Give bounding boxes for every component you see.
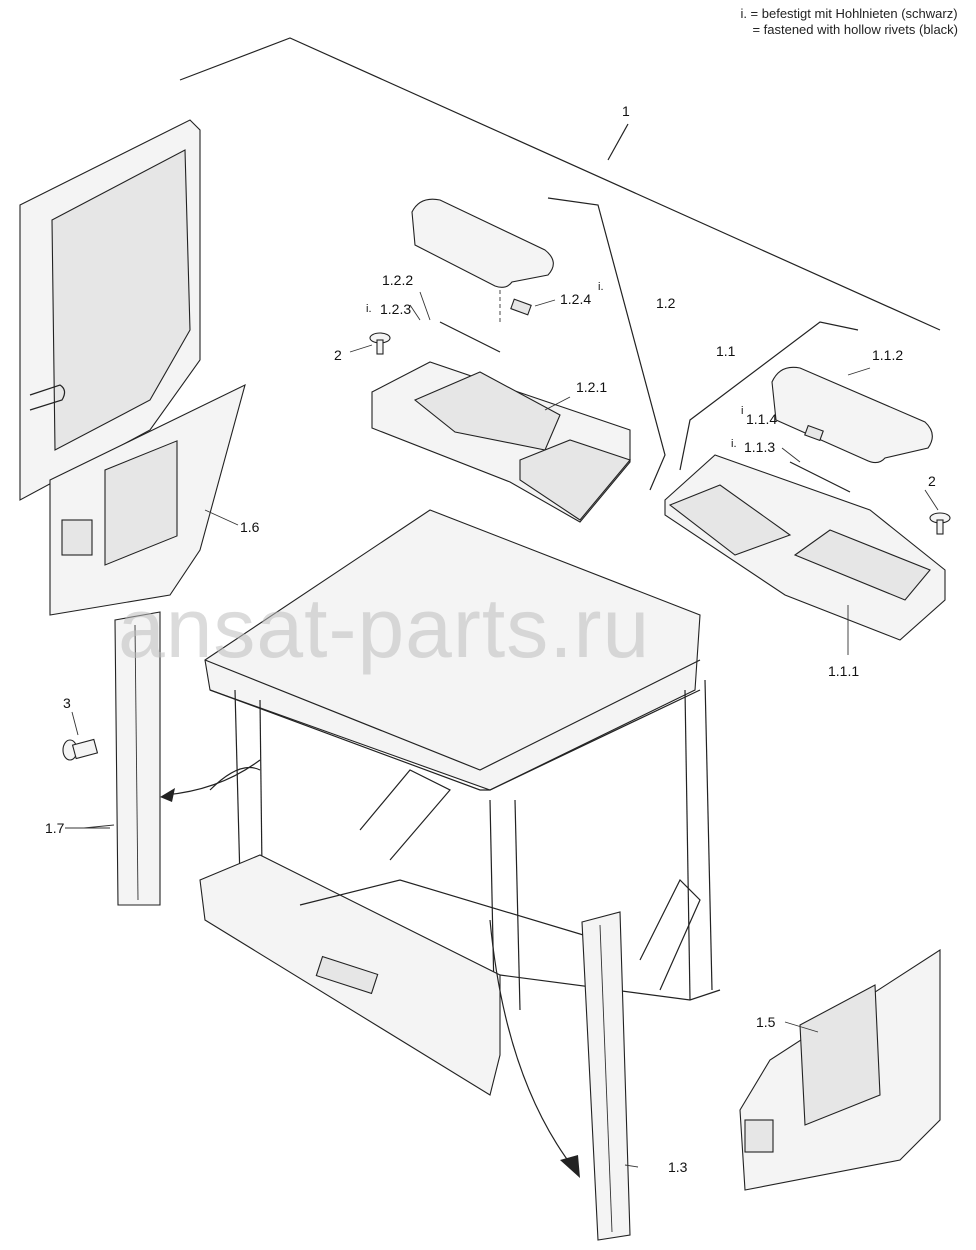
arrow-1-3-head: [560, 1155, 580, 1178]
bracket-line-1: [179, 37, 941, 331]
label-1-3: 1.3: [668, 1159, 688, 1175]
console-left-1-2-1: [371, 361, 631, 523]
clip-1-2-4: [510, 298, 532, 316]
arrow-1-7: [164, 759, 261, 796]
screw-2-left: [369, 332, 391, 355]
side-panel-1-5: [739, 948, 941, 1191]
leader-lines: [65, 291, 939, 1168]
console-right-1-1-1: [664, 454, 946, 641]
label-1-2-4: 1.2.4: [560, 291, 591, 307]
cab-door-left: [19, 119, 201, 501]
leader-1: [607, 123, 629, 161]
legend-line-en: = fastened with hollow rivets (black): [752, 22, 958, 37]
bracket-line-1-1: [679, 321, 859, 471]
legend: i. = befestigt mit Hohlnieten (schwarz) …: [740, 6, 958, 38]
label-1-2-1: 1.2.1: [576, 379, 607, 395]
bolt-3: [62, 738, 99, 761]
pillar-1-7: [114, 611, 161, 906]
label-1-1-4: 1.1.4: [746, 411, 777, 427]
label-1-1: 1.1: [716, 343, 736, 359]
arrow-1-7-head: [160, 788, 175, 802]
label-1-6: 1.6: [240, 519, 260, 535]
label-i-a: i.: [598, 281, 604, 293]
cab-frame-body: [199, 679, 721, 1096]
strip-1-1-3: [789, 461, 851, 493]
label-1: 1: [622, 103, 630, 119]
label-3: 3: [63, 695, 71, 711]
label-i-c: i: [741, 405, 743, 417]
label-1-1-2: 1.1.2: [872, 347, 903, 363]
label-1-2-3: 1.2.3: [380, 301, 411, 317]
label-i-b: i.: [366, 303, 372, 315]
label-2-left: 2: [334, 347, 342, 363]
label-2-right: 2: [928, 473, 936, 489]
clip-1-1-4: [804, 424, 824, 442]
label-1-7: 1.7: [45, 820, 65, 836]
strip-1-2-3: [439, 321, 501, 353]
arrow-1-3: [489, 919, 576, 1171]
side-panel-1-6: [49, 383, 246, 616]
label-i-d: i.: [731, 438, 737, 450]
legend-line-de: i. = befestigt mit Hohlnieten (schwarz): [740, 6, 958, 21]
cushion-1-1-2: [771, 366, 933, 464]
cushion-1-2-2: [411, 198, 554, 288]
label-1-1-3: 1.1.3: [744, 439, 775, 455]
label-1-2-2: 1.2.2: [382, 272, 413, 288]
cab-frame-roof: [204, 509, 701, 791]
bracket-line-1-2: [547, 197, 666, 491]
pillar-1-3: [581, 911, 631, 1241]
label-1-5: 1.5: [756, 1014, 776, 1030]
label-1-1-1: 1.1.1: [828, 663, 859, 679]
screw-2-right: [929, 512, 951, 535]
label-1-2: 1.2: [656, 295, 676, 311]
